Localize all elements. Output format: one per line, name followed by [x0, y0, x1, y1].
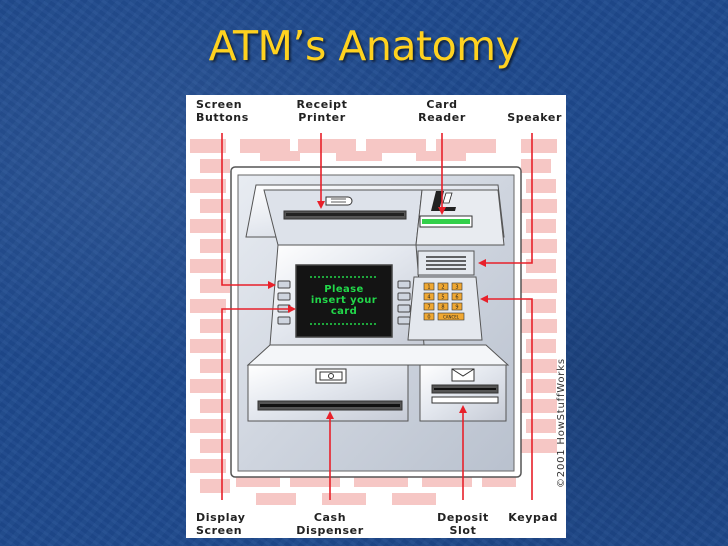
keypad-key-label: 0	[427, 315, 430, 321]
copyright-notice: ©2001 HowStuffWorks	[556, 358, 567, 488]
arrow-screen-buttons	[221, 133, 276, 289]
receipt-printer-slot	[283, 196, 407, 220]
keypad-key	[437, 282, 449, 291]
screen-message-line-2: insert your	[310, 295, 378, 306]
keypad-key	[437, 292, 449, 301]
arrow-speaker	[478, 133, 533, 267]
keypad-key-label: 1	[427, 285, 430, 291]
keypad-key	[451, 282, 463, 291]
brick-wall	[190, 139, 557, 505]
keypad-key-label: 3	[455, 285, 458, 291]
keypad-key-label: 4	[427, 295, 430, 301]
keypad-key	[451, 292, 463, 301]
keypad-key-label: CANCEL	[443, 315, 460, 320]
screen-message: Please insert your card	[296, 284, 392, 317]
keypad-key	[437, 302, 449, 311]
keypad-key	[451, 302, 463, 311]
screen-buttons-right	[397, 280, 411, 325]
cash-dispenser	[247, 364, 409, 422]
screen-message-line-3: card	[330, 306, 358, 317]
diagram-panel: 1 2 3 4 5 6 7 8 9 0 CANCEL	[186, 95, 566, 538]
arrow-keypad	[480, 295, 533, 500]
card-reader-slot	[415, 189, 505, 246]
atm-shelf	[246, 344, 510, 366]
keypad-key	[437, 312, 465, 321]
keypad-key	[423, 302, 435, 311]
callout-arrows	[221, 133, 533, 500]
atm-illustration: 1 2 3 4 5 6 7 8 9 0 CANCEL	[190, 133, 557, 505]
keypad-key-label: 6	[455, 295, 458, 301]
label-speaker: Speaker	[507, 111, 562, 124]
keypad-key	[423, 312, 435, 321]
keypad-keys: 1 2 3 4 5 6 7 8 9 0 CANCEL	[423, 282, 465, 321]
deposit-slot	[419, 364, 507, 422]
keypad-key-label: 7	[427, 305, 430, 311]
arrow-display-screen	[221, 305, 296, 500]
keypad-key-label: 9	[455, 305, 458, 311]
speaker-grille	[417, 250, 475, 276]
keypad-key-label: 2	[441, 285, 444, 291]
slide-title: ATM’s Anatomy	[208, 22, 520, 70]
keypad-key	[423, 282, 435, 291]
keypad-key-label: 8	[441, 305, 444, 311]
screen-message-line-1: Please	[324, 284, 364, 295]
keypad-key	[423, 292, 435, 301]
label-keypad: Keypad	[508, 511, 558, 524]
screen-buttons-left	[277, 280, 291, 325]
keypad-key-label: 5	[441, 295, 444, 301]
